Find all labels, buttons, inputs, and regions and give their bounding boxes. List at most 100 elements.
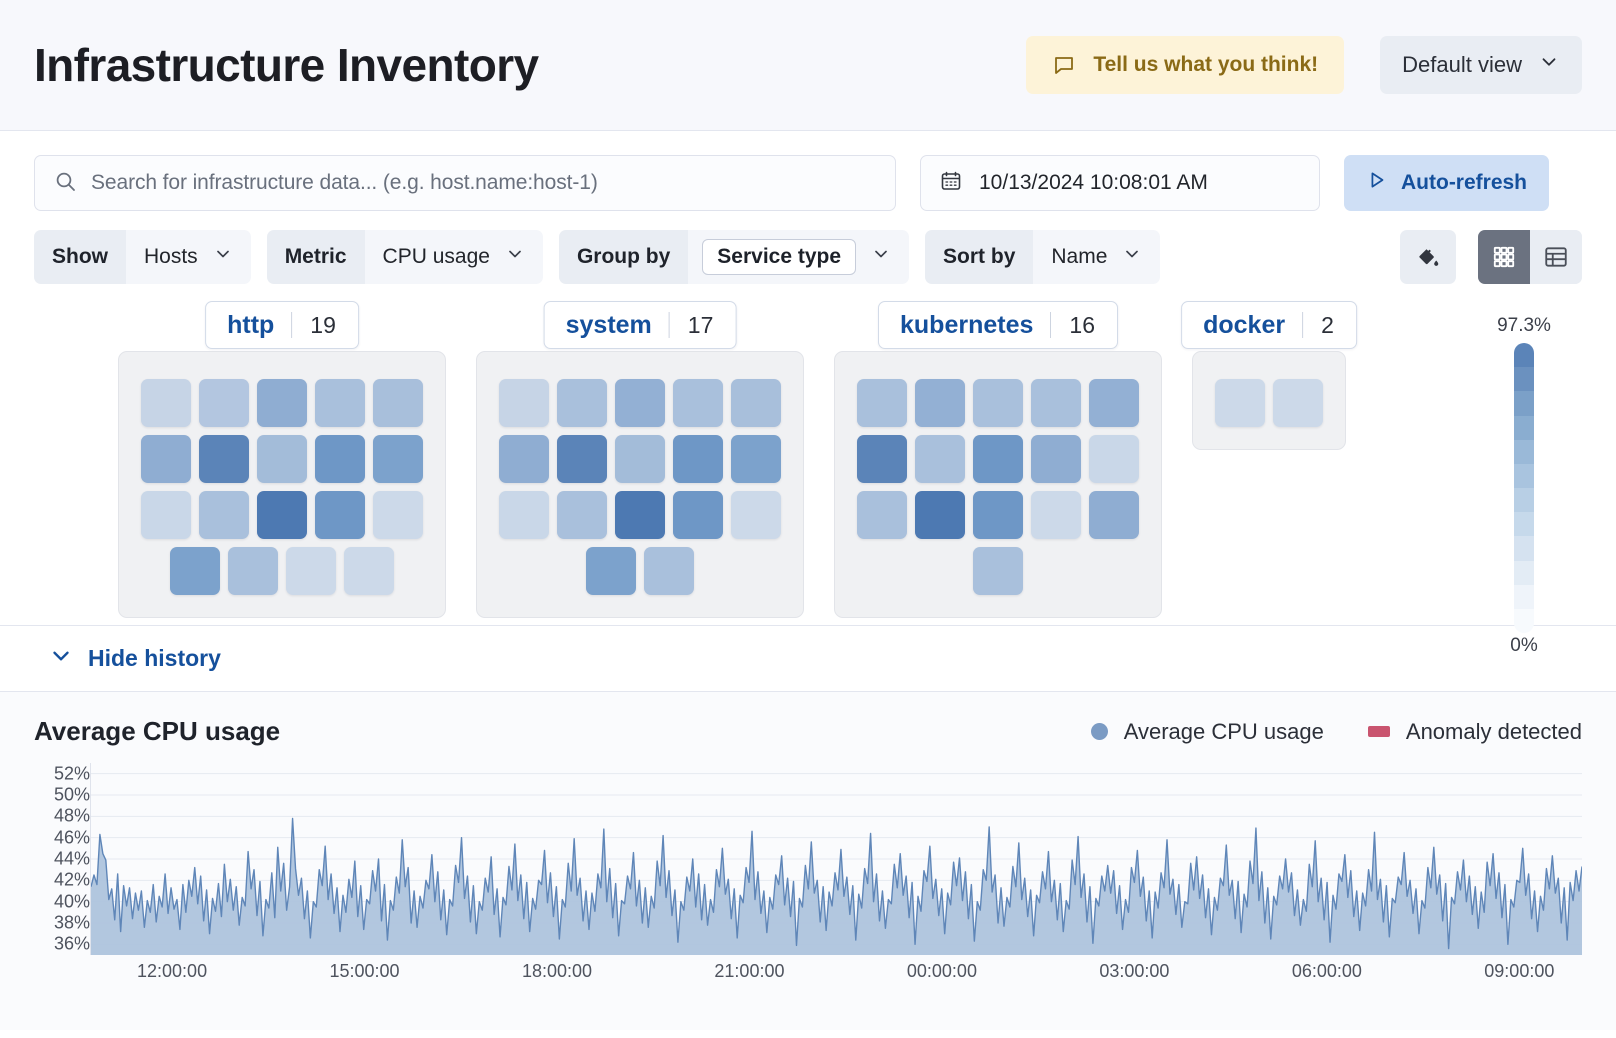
host-tile[interactable] <box>1089 491 1139 539</box>
filter-group-by-value[interactable]: Service type <box>688 230 910 284</box>
host-tile[interactable] <box>344 547 394 595</box>
tile-row <box>857 547 1139 595</box>
host-tile[interactable] <box>141 491 191 539</box>
legend-step <box>1514 391 1534 416</box>
group-name: http <box>227 310 275 339</box>
host-tile[interactable] <box>915 379 965 427</box>
group-separator <box>1050 312 1052 338</box>
host-tile[interactable] <box>373 491 423 539</box>
host-tile[interactable] <box>257 379 307 427</box>
host-tile[interactable] <box>499 435 549 483</box>
tile-row <box>857 379 1139 427</box>
host-tile[interactable] <box>731 435 781 483</box>
default-view-dropdown[interactable]: Default view <box>1380 36 1582 94</box>
host-tile[interactable] <box>373 435 423 483</box>
host-tile[interactable] <box>1031 435 1081 483</box>
host-tile[interactable] <box>973 435 1023 483</box>
comment-icon <box>1052 53 1076 77</box>
x-tick-label: 09:00:00 <box>1484 961 1555 981</box>
group-count: 2 <box>1321 311 1334 338</box>
filter-sort-by-value[interactable]: Name <box>1033 230 1161 284</box>
host-tile[interactable] <box>315 435 365 483</box>
host-tile[interactable] <box>973 491 1023 539</box>
feedback-button[interactable]: Tell us what you think! <box>1026 36 1345 94</box>
legend-step <box>1514 536 1534 561</box>
tile-row <box>499 491 781 539</box>
date-picker[interactable]: 10/13/2024 10:08:01 AM <box>920 155 1320 211</box>
host-tile[interactable] <box>499 379 549 427</box>
host-tile[interactable] <box>1089 379 1139 427</box>
grid-view-icon[interactable] <box>1478 230 1530 284</box>
host-tile[interactable] <box>373 379 423 427</box>
host-tile[interactable] <box>673 435 723 483</box>
host-tile[interactable] <box>141 379 191 427</box>
hide-history-toggle[interactable]: Hide history <box>0 626 1616 692</box>
host-tile[interactable] <box>644 547 694 595</box>
x-tick-label: 03:00:00 <box>1099 961 1170 981</box>
host-tile[interactable] <box>257 435 307 483</box>
chart-header: Average CPU usage Average CPU usage Anom… <box>34 716 1582 747</box>
host-tile[interactable] <box>315 379 365 427</box>
host-tile[interactable] <box>1089 435 1139 483</box>
filter-sort-by-value-text: Name <box>1051 245 1108 268</box>
host-tile[interactable] <box>615 379 665 427</box>
host-tile[interactable] <box>586 547 636 595</box>
host-tile[interactable] <box>615 491 665 539</box>
host-tile[interactable] <box>228 547 278 595</box>
host-tile[interactable] <box>141 435 191 483</box>
filter-show-value[interactable]: Hosts <box>126 230 251 284</box>
host-tile[interactable] <box>1273 379 1323 427</box>
host-tile[interactable] <box>1215 379 1265 427</box>
host-tile[interactable] <box>857 491 907 539</box>
host-tile[interactable] <box>973 547 1023 595</box>
tile-row <box>1215 379 1323 427</box>
search-input[interactable]: Search for infrastructure data... (e.g. … <box>34 155 896 211</box>
host-tile[interactable] <box>315 491 365 539</box>
host-tile[interactable] <box>557 379 607 427</box>
host-tile[interactable] <box>257 491 307 539</box>
host-tile[interactable] <box>915 491 965 539</box>
legend-step <box>1514 343 1534 368</box>
host-tile[interactable] <box>673 379 723 427</box>
view-mode-toggle <box>1478 230 1582 284</box>
table-view-icon[interactable] <box>1530 230 1582 284</box>
paint-bucket-icon[interactable] <box>1400 230 1456 284</box>
host-tile[interactable] <box>199 435 249 483</box>
host-tile[interactable] <box>170 547 220 595</box>
host-tile[interactable] <box>1031 491 1081 539</box>
group-name: docker <box>1203 310 1286 339</box>
legend-step <box>1514 560 1534 585</box>
legend-marker-square <box>1367 726 1390 737</box>
x-tick-label: 06:00:00 <box>1291 961 1362 981</box>
host-tile[interactable] <box>615 435 665 483</box>
filter-show-value-text: Hosts <box>144 245 198 268</box>
legend-item-average-cpu-usage[interactable]: Average CPU usage <box>1090 719 1324 745</box>
host-tile[interactable] <box>199 491 249 539</box>
plot-area[interactable] <box>90 763 1582 955</box>
host-tile[interactable] <box>857 379 907 427</box>
host-tile[interactable] <box>286 547 336 595</box>
group-separator <box>668 312 670 338</box>
legend-item-anomaly-detected[interactable]: Anomaly detected <box>1367 719 1582 745</box>
auto-refresh-button[interactable]: Auto-refresh <box>1344 155 1550 211</box>
host-tile[interactable] <box>915 435 965 483</box>
host-tile[interactable] <box>857 435 907 483</box>
host-tile[interactable] <box>557 435 607 483</box>
host-tile[interactable] <box>499 491 549 539</box>
host-tile[interactable] <box>199 379 249 427</box>
host-tile[interactable] <box>731 379 781 427</box>
filter-metric-value[interactable]: CPU usage <box>364 230 543 284</box>
filter-show-label: Show <box>34 230 126 284</box>
host-tile[interactable] <box>673 491 723 539</box>
filter-sort-by: Sort by Name <box>925 230 1161 284</box>
host-tile[interactable] <box>973 379 1023 427</box>
group-badge[interactable]: docker 2 <box>1181 301 1357 349</box>
host-tile[interactable] <box>557 491 607 539</box>
host-tile[interactable] <box>1031 379 1081 427</box>
group-tiles <box>118 351 446 618</box>
host-tile[interactable] <box>731 491 781 539</box>
